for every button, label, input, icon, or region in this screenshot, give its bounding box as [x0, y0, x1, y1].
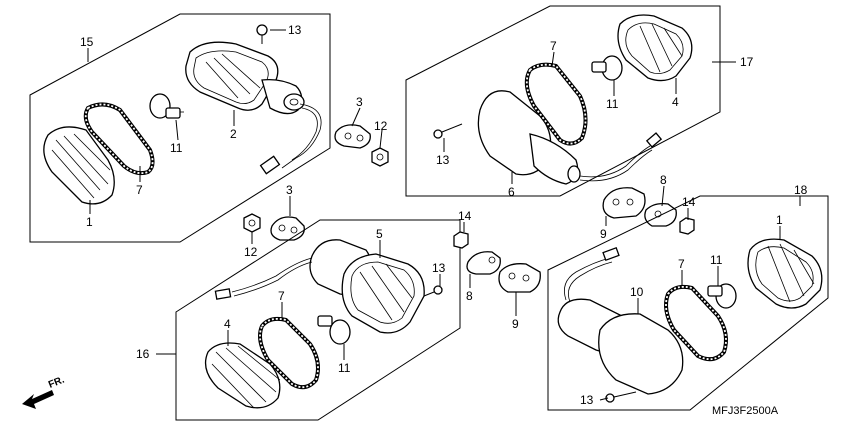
grommet-part-9[interactable]	[498, 263, 541, 293]
nut-part-12[interactable]	[371, 147, 389, 167]
screw-part-13[interactable]	[256, 24, 268, 44]
callout-11: 11	[170, 141, 183, 155]
wire-harness	[281, 103, 322, 169]
group-bottom-left-assembly	[175, 219, 461, 421]
lens-part-4[interactable]	[204, 342, 281, 409]
housing-part-5[interactable]	[309, 239, 425, 334]
callout-12: 12	[374, 119, 388, 133]
screw-part-13[interactable]	[605, 391, 637, 403]
bulb-part-11[interactable]	[707, 283, 737, 309]
group-boundary-18	[547, 195, 829, 411]
bulb-part-11[interactable]	[317, 315, 351, 345]
grommet-part-3[interactable]	[270, 216, 305, 241]
screw-part-13[interactable]	[423, 285, 443, 297]
gasket-part-7[interactable]	[258, 316, 320, 390]
grommet-part-8[interactable]	[466, 251, 501, 275]
callout-14: 14	[458, 209, 472, 223]
front-direction-indicator: FR.	[22, 374, 66, 409]
callout-labels: 15 13 2 11 7 1 3 12 7 17 11 4 13 6 8 14 …	[80, 23, 808, 407]
group-top-left-assembly	[29, 13, 331, 243]
callout-5: 5	[376, 227, 383, 241]
callout-1: 1	[776, 213, 783, 227]
callout-3: 3	[356, 95, 363, 109]
lens-part-1[interactable]	[43, 126, 115, 205]
callout-3: 3	[286, 183, 293, 197]
bulb-part-11[interactable]	[149, 93, 184, 119]
group-top-right-assembly	[405, 5, 721, 197]
callout-1: 1	[86, 215, 93, 229]
callout-16: 16	[136, 347, 150, 361]
nut-part-14[interactable]	[453, 231, 469, 249]
screw-part-13[interactable]	[433, 123, 463, 139]
callout-15: 15	[80, 35, 94, 49]
gasket-part-7[interactable]	[664, 284, 728, 362]
callout-11: 11	[338, 361, 351, 375]
nut-part-14[interactable]	[679, 217, 695, 235]
callout-8: 8	[660, 173, 667, 187]
wire-harness	[231, 257, 313, 293]
callout-9: 9	[600, 227, 607, 241]
diagram-code: MFJ3F2500A	[712, 405, 779, 417]
housing-part-2[interactable]	[185, 41, 305, 115]
nut-part-12[interactable]	[243, 213, 261, 233]
gasket-part-7[interactable]	[524, 62, 588, 146]
arrow-icon	[22, 390, 54, 409]
callout-12: 12	[244, 245, 258, 259]
callout-6: 6	[508, 185, 515, 199]
grommet-part-3[interactable]	[334, 124, 371, 149]
callout-11: 11	[606, 97, 619, 111]
callout-7: 7	[278, 289, 285, 303]
callout-18: 18	[794, 183, 808, 197]
callout-11: 11	[710, 253, 723, 267]
callout-10: 10	[630, 285, 644, 299]
housing-part-10[interactable]	[557, 298, 684, 395]
callout-17: 17	[740, 55, 754, 69]
callout-13: 13	[580, 393, 594, 407]
callout-13: 13	[436, 153, 450, 167]
group-boundary-16	[175, 219, 461, 421]
leader-lines	[87, 29, 801, 401]
lens-part-1[interactable]	[747, 238, 823, 309]
front-label: FR.	[47, 374, 66, 390]
callout-4: 4	[672, 95, 679, 109]
wire-harness	[563, 257, 611, 301]
callout-2: 2	[230, 127, 237, 141]
wire-harness	[579, 145, 651, 178]
callout-7: 7	[550, 39, 557, 53]
group-bottom-right-assembly	[547, 195, 829, 411]
callout-9: 9	[512, 317, 519, 331]
group-boundary-15	[29, 13, 331, 243]
callout-8: 8	[466, 289, 473, 303]
bulb-part-11[interactable]	[591, 55, 623, 81]
grommet-part-9[interactable]	[602, 187, 646, 219]
gasket-part-7[interactable]	[83, 102, 155, 176]
lens-part-4[interactable]	[617, 14, 693, 82]
callout-7: 7	[136, 183, 143, 197]
callout-13: 13	[432, 261, 446, 275]
housing-part-6[interactable]	[477, 90, 581, 185]
callout-4: 4	[224, 317, 231, 331]
group-boundary-17	[405, 5, 721, 197]
callout-14: 14	[682, 195, 696, 209]
callout-7: 7	[678, 257, 685, 271]
connector	[259, 155, 281, 175]
callout-13: 13	[288, 23, 302, 37]
